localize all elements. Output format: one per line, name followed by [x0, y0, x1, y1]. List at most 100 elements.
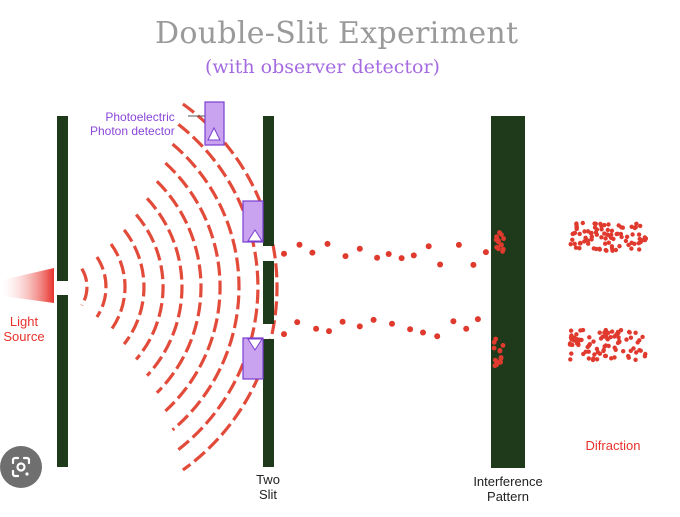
- wave-arc: [164, 161, 222, 413]
- diffraction-dot: [580, 220, 585, 226]
- wave-arc: [109, 243, 127, 331]
- photon-detector-top-box: [204, 101, 225, 146]
- diffraction-dot: [632, 225, 637, 231]
- diffraction-dot: [598, 336, 604, 341]
- diffraction-dot: [587, 342, 592, 347]
- slit-detector-upper: [242, 200, 264, 243]
- google-lens-icon: [11, 456, 31, 478]
- particle: [281, 331, 287, 338]
- particle: [420, 329, 426, 336]
- diffraction-dot: [597, 330, 602, 335]
- diffraction-dot: [618, 328, 624, 333]
- first-barrier-top: [57, 116, 68, 281]
- wave-arc: [80, 267, 89, 307]
- diffraction-dot: [590, 357, 596, 363]
- diffraction-dot: [603, 236, 608, 241]
- two-slit-barrier-top: [263, 116, 274, 246]
- screen-hit: [500, 246, 506, 252]
- screen-hit: [494, 244, 500, 250]
- first-barrier-bottom: [57, 295, 68, 467]
- slit-detector-lower: [242, 337, 264, 380]
- diffraction-dot: [586, 356, 591, 361]
- wave-arc: [155, 180, 203, 394]
- detector-label: Photoelectric Photon detector: [90, 110, 175, 138]
- particle: [455, 241, 462, 248]
- screen-hit: [493, 336, 499, 342]
- particle: [339, 318, 346, 325]
- diffraction-dot: [624, 337, 629, 342]
- diffraction-dot: [636, 241, 641, 246]
- diffraction-dot: [630, 232, 635, 237]
- detector-label-line1: Photoelectric: [105, 110, 175, 124]
- diffraction-dot: [592, 225, 598, 230]
- diffraction-dot: [602, 222, 607, 228]
- diffraction-dot: [603, 241, 608, 246]
- diffraction-dot: [577, 246, 582, 251]
- particle: [474, 316, 481, 323]
- particle: [463, 325, 470, 332]
- particle: [434, 333, 441, 340]
- screen-hit: [498, 359, 503, 365]
- particle: [410, 252, 417, 259]
- diffraction-dot: [609, 228, 615, 233]
- diffraction-dot: [603, 327, 608, 333]
- diffraction-dot: [598, 221, 603, 227]
- wave-arc: [145, 197, 184, 377]
- light-source-label: Light Source: [0, 314, 48, 344]
- wave-arc: [171, 142, 241, 432]
- diffraction-dot: [597, 246, 602, 251]
- diffraction-dot: [612, 345, 617, 350]
- photon-detector-top-sensor: [207, 126, 221, 141]
- diffraction-dot: [606, 222, 611, 227]
- diffraction-dot: [637, 247, 642, 252]
- diffraction-dot: [570, 342, 575, 348]
- screen-hit: [493, 358, 499, 364]
- diffraction-dot: [612, 355, 617, 360]
- diffraction-dot: [569, 351, 574, 356]
- diffraction-dot: [626, 353, 631, 359]
- light-source-label-line2: Source: [3, 329, 45, 344]
- diffraction-dot: [635, 340, 640, 345]
- diffraction-dot: [626, 242, 631, 248]
- diffraction-dot: [578, 328, 583, 333]
- screen-hit: [498, 355, 504, 360]
- diffraction-dot: [634, 221, 639, 226]
- particle: [370, 316, 377, 323]
- diffraction-dot: [629, 246, 634, 251]
- particle: [398, 255, 405, 262]
- diffraction-dot: [601, 348, 606, 354]
- particle: [450, 318, 457, 325]
- diffraction-dot: [593, 230, 599, 235]
- particle: [425, 243, 432, 250]
- screen-hit: [500, 343, 506, 348]
- diffraction-dot: [636, 232, 642, 237]
- particle: [389, 320, 395, 327]
- particle: [356, 245, 363, 252]
- diffraction-dot: [606, 240, 611, 245]
- diffraction-dot: [591, 246, 596, 251]
- diffraction-dot: [616, 335, 621, 340]
- wave-arc: [181, 102, 279, 472]
- wave-arc: [122, 228, 146, 346]
- google-lens-button[interactable]: [0, 446, 42, 488]
- diffraction-dot: [599, 235, 604, 240]
- diffraction-dot: [638, 223, 643, 229]
- two-slit-barrier-bottom: [263, 339, 274, 467]
- diffraction-dot: [620, 225, 625, 230]
- particle: [324, 240, 331, 247]
- diffraction-dot: [589, 230, 594, 236]
- diffraction-dot: [570, 231, 575, 237]
- diagram-title: Double-Slit Experiment: [155, 16, 519, 51]
- diffraction-dot: [608, 335, 613, 340]
- diffraction-label: Difraction: [585, 438, 641, 453]
- interference-label-line1: Interference: [473, 474, 543, 489]
- diffraction-dot: [628, 348, 633, 353]
- wave-arc: [95, 256, 108, 318]
- diffraction-dot: [604, 248, 609, 253]
- diffraction-dot: [639, 238, 644, 243]
- diffraction-dot: [568, 357, 573, 362]
- diffraction-dot: [586, 349, 591, 354]
- diffraction-dot: [585, 238, 591, 243]
- detector-label-line2: Photon detector: [90, 124, 175, 138]
